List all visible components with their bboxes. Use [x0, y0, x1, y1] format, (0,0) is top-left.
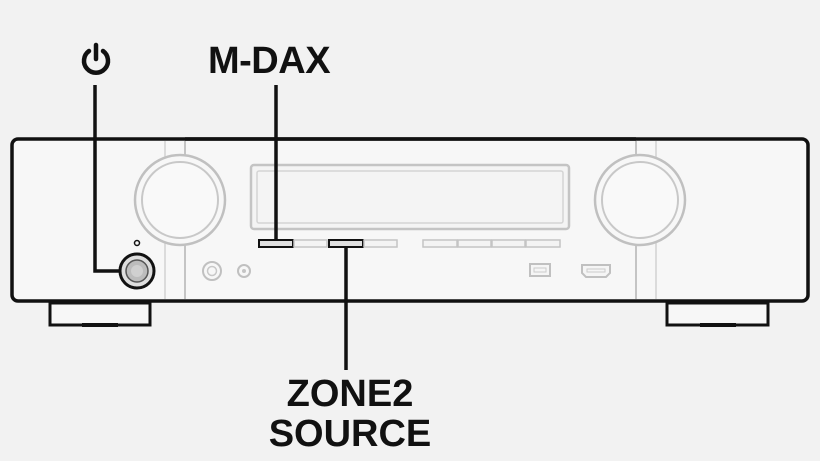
button-8[interactable] [525, 239, 561, 248]
zone2-label-line1: ZONE2 [286, 373, 414, 415]
button-row [258, 239, 561, 248]
left-foot-base [82, 323, 118, 327]
usb-port [529, 263, 551, 277]
power-indicator [133, 239, 141, 247]
power-callout-line [93, 85, 120, 273]
right-foot [665, 301, 770, 327]
mdax-button[interactable] [258, 239, 294, 248]
button-4[interactable] [363, 239, 398, 248]
input-selector-knob[interactable] [133, 153, 227, 247]
button-6[interactable] [457, 239, 492, 248]
mdax-label: M-DAX [208, 40, 331, 82]
hdmi-port [581, 264, 611, 278]
power-icon [78, 42, 114, 78]
zone2-source-button[interactable] [328, 239, 364, 248]
mic-jack [237, 264, 251, 278]
feet [48, 301, 770, 327]
callout-lines [93, 85, 348, 370]
zone2-label-line2: SOURCE [268, 413, 432, 455]
button-2[interactable] [293, 239, 328, 248]
left-foot [48, 301, 152, 327]
button-5[interactable] [422, 239, 458, 248]
master-volume-knob[interactable] [593, 153, 687, 247]
button-7[interactable] [491, 239, 526, 248]
display-window [249, 163, 571, 231]
right-foot-base [700, 323, 736, 327]
headphone-jack [202, 261, 222, 281]
zone2-source-label: ZONE2 SOURCE [262, 374, 438, 454]
